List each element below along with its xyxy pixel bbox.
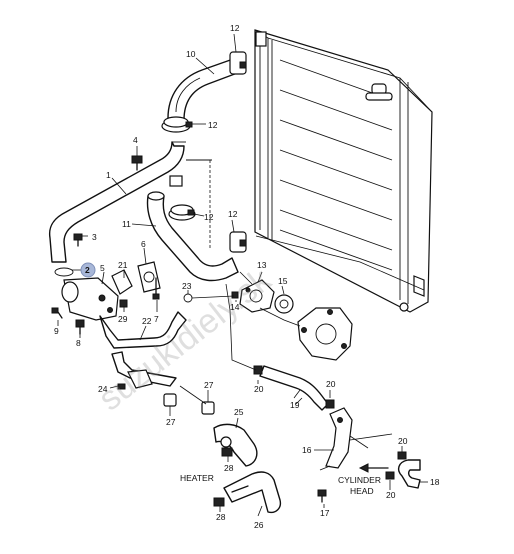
- label-part-1[interactable]: 1: [106, 170, 111, 180]
- label-part-7[interactable]: 7: [154, 314, 159, 324]
- radiator: [254, 29, 433, 313]
- label-part-18[interactable]: 18: [430, 477, 440, 487]
- label-part-26[interactable]: 26: [254, 520, 264, 530]
- bolt-7: [152, 277, 160, 300]
- label-part-20[interactable]: 20: [398, 436, 408, 446]
- label-part-29[interactable]: 29: [118, 314, 128, 324]
- label-part-20[interactable]: 20: [326, 379, 336, 389]
- clamp-20-a: [253, 365, 263, 375]
- bolt-17: [317, 489, 327, 503]
- label-part-25[interactable]: 25: [234, 407, 244, 417]
- flow-arrow-cylinder-head: [358, 463, 389, 473]
- clip-27-right: [201, 401, 215, 415]
- bolt-3: [73, 233, 83, 247]
- heater-pipe-22: [99, 311, 187, 387]
- label-part-15[interactable]: 15: [278, 276, 288, 286]
- cylinder-head-label-line1: CYLINDER: [338, 475, 381, 485]
- heater-hose-25: [213, 423, 258, 467]
- hose-clamp-12-lower: [161, 116, 193, 133]
- clamp-28-lower: [213, 497, 225, 507]
- label-part-28[interactable]: 28: [224, 463, 234, 473]
- part-2-highlight: [80, 262, 96, 278]
- label-part-13[interactable]: 13: [257, 260, 267, 270]
- clamp-20-b: [325, 399, 335, 409]
- clamp-20-c: [397, 451, 407, 460]
- bolt-14: [231, 291, 239, 299]
- label-part-20[interactable]: 20: [254, 384, 264, 394]
- heater-label: HEATER: [180, 473, 214, 483]
- label-part-5[interactable]: 5: [100, 263, 105, 273]
- upper-radiator-hose: [167, 57, 241, 121]
- water-pipe-1: [48, 141, 212, 263]
- bolt-8: [75, 319, 85, 335]
- hose-18: [397, 459, 421, 489]
- part-29: [119, 299, 128, 308]
- o-ring-23: [183, 293, 193, 303]
- reference-lines: [179, 160, 425, 471]
- heater-hose-26: [223, 471, 282, 514]
- hose-11: [146, 191, 239, 282]
- label-part-19[interactable]: 19: [290, 400, 300, 410]
- label-part-20[interactable]: 20: [386, 490, 396, 500]
- leader-lines: [57, 33, 428, 517]
- hose-clamp-12-upper: [229, 51, 247, 75]
- label-part-3[interactable]: 3: [92, 232, 97, 242]
- o-ring-2: [54, 267, 74, 277]
- bolt-9: [51, 307, 63, 319]
- label-part-12[interactable]: 12: [208, 120, 218, 130]
- flow-arrow-heater: [231, 485, 249, 493]
- water-pump-housing: [297, 307, 353, 361]
- clip-27-left: [163, 393, 177, 407]
- bypass-hose-19: [259, 365, 329, 411]
- bracket-16: [325, 407, 353, 469]
- label-part-10[interactable]: 10: [186, 49, 196, 59]
- label-part-9[interactable]: 9: [54, 326, 59, 336]
- bolt-4: [131, 155, 143, 171]
- label-part-27[interactable]: 27: [204, 380, 214, 390]
- clamp-20-d: [385, 471, 395, 480]
- label-part-16[interactable]: 16: [302, 445, 312, 455]
- label-part-11[interactable]: 11: [122, 219, 131, 229]
- bracket-24: [117, 369, 153, 390]
- clamp-28-upper: [221, 447, 233, 457]
- label-part-6[interactable]: 6: [141, 239, 146, 249]
- water-inlet-housing-5: [61, 277, 119, 321]
- label-part-14[interactable]: 14: [230, 302, 240, 312]
- label-part-12[interactable]: 12: [228, 209, 238, 219]
- callout-labels: 12 10 12 4 1 11 12 12 3 2 5 21 6 7 23 13…: [54, 23, 440, 530]
- thermostat-cap-13: [239, 279, 275, 313]
- label-part-22[interactable]: 22: [142, 316, 152, 326]
- label-part-23[interactable]: 23: [182, 281, 192, 291]
- label-part-27[interactable]: 27: [166, 417, 176, 427]
- hose-clamp-12-middle: [168, 204, 196, 221]
- label-part-8[interactable]: 8: [76, 338, 81, 348]
- hose-clamp-12-right: [229, 231, 247, 253]
- cylinder-head-label-line2: HEAD: [350, 486, 374, 496]
- gasket-21: [111, 269, 133, 295]
- label-part-21[interactable]: 21: [118, 260, 128, 270]
- gasket-6: [137, 261, 161, 293]
- label-part-28[interactable]: 28: [216, 512, 226, 522]
- label-part-12[interactable]: 12: [204, 212, 214, 222]
- label-part-2[interactable]: 2: [85, 265, 90, 275]
- label-part-12[interactable]: 12: [230, 23, 240, 33]
- label-part-17[interactable]: 17: [320, 508, 330, 518]
- thermostat-15: [274, 294, 294, 314]
- label-part-24[interactable]: 24: [98, 384, 108, 394]
- label-part-4[interactable]: 4: [133, 135, 138, 145]
